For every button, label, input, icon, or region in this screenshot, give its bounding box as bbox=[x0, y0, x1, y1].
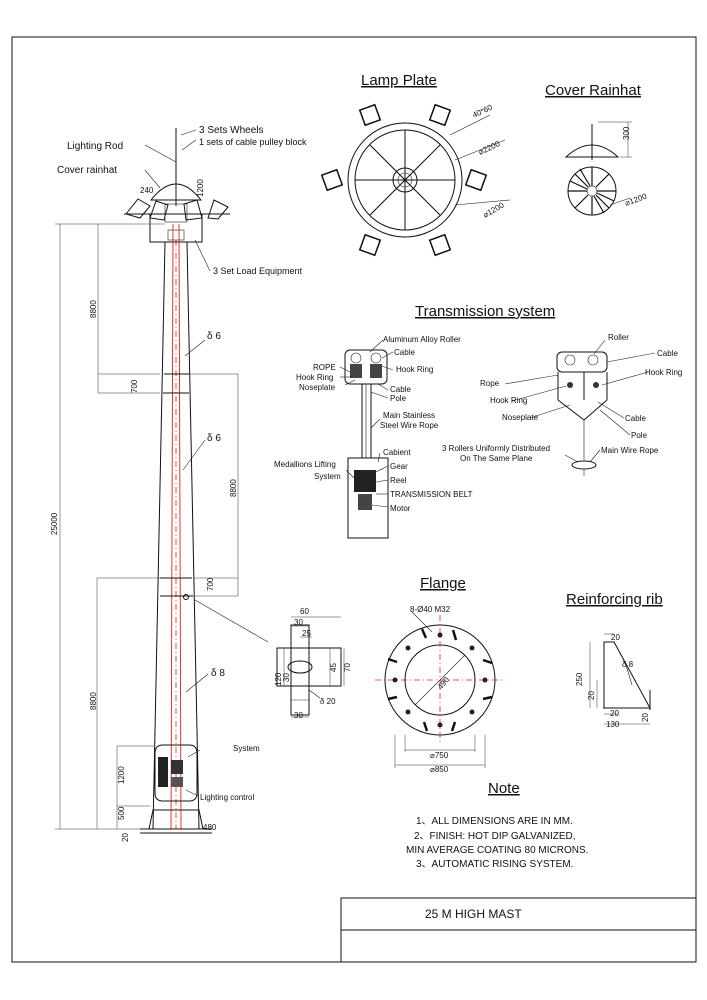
trans-r-hook-ring-r: Hook Ring bbox=[645, 368, 682, 377]
joint-detail-drawing bbox=[194, 599, 345, 718]
trans-r-main-wire-rope: Main Wire Rope bbox=[601, 446, 659, 455]
label-lighting-rod: Lighting Rod bbox=[67, 141, 123, 152]
dim-delta6-a: δ 6 bbox=[207, 331, 221, 342]
note-line-4: 3、AUTOMATIC RISING SYSTEM. bbox=[416, 859, 573, 870]
heading-lamp-plate: Lamp Plate bbox=[361, 72, 437, 89]
dim-rib-250: 250 bbox=[575, 672, 584, 686]
label-three-wheels: 3 Sets Wheels bbox=[199, 125, 263, 136]
transmission-left-drawing bbox=[339, 339, 394, 539]
trans-r-rollers-note1: 3 Rollers Uniformly Distributed bbox=[442, 444, 550, 453]
dim-delta6-b: δ 6 bbox=[207, 433, 221, 444]
dim-rainhat-300: 300 bbox=[622, 126, 631, 140]
dim-480: 480 bbox=[203, 823, 217, 832]
label-lighting-control: Lighting control bbox=[200, 793, 254, 802]
transmission-right-drawing bbox=[504, 339, 656, 476]
dim-rib-20a: 20 bbox=[611, 633, 620, 642]
dim-rib-20c: 20 bbox=[610, 709, 619, 718]
label-load-equipment: 3 Set Load Equipment bbox=[213, 266, 303, 276]
trans-r-roller: Roller bbox=[608, 333, 629, 342]
dim-joint-25: 25 bbox=[302, 629, 311, 638]
trans-r-noseplate: Noseplate bbox=[502, 413, 539, 422]
heading-note: Note bbox=[488, 780, 520, 797]
trans-main-stainless: Main Stainless bbox=[383, 411, 435, 420]
dim-flange-850: ⌀850 bbox=[430, 765, 449, 774]
dim-20: 20 bbox=[121, 833, 130, 842]
label-cover-rainhat-mast: Cover rainhat bbox=[57, 165, 117, 176]
dim-240: 240 bbox=[140, 186, 154, 195]
dim-700-b: 700 bbox=[206, 577, 215, 591]
heading-transmission: Transmission system bbox=[415, 303, 555, 320]
trans-hook-ring-r: Hook Ring bbox=[396, 365, 433, 374]
dim-joint-delta20: δ 20 bbox=[320, 697, 336, 706]
dim-lamp-1200: ⌀1200 bbox=[482, 200, 507, 219]
trans-r-hook-ring-l: Hook Ring bbox=[490, 396, 527, 405]
rib-drawing bbox=[589, 633, 651, 725]
trans-r-rope: Rope bbox=[480, 379, 500, 388]
dim-700-a: 700 bbox=[130, 379, 139, 393]
trans-system: System bbox=[314, 472, 341, 481]
dim-rib-20d: 20 bbox=[641, 713, 650, 722]
trans-aluminum-roller: Aluminum Alloy Roller bbox=[383, 335, 461, 344]
dim-500: 500 bbox=[117, 806, 126, 820]
dim-rib-20b: 20 bbox=[587, 691, 596, 700]
rainhat-drawing bbox=[564, 121, 632, 216]
heading-cover-rainhat: Cover Rainhat bbox=[545, 82, 642, 99]
trans-reel: Reel bbox=[390, 476, 407, 485]
mast-elevation bbox=[55, 128, 239, 834]
note-line-2: 2、FINISH: HOT DIP GALVANIZED, bbox=[414, 831, 576, 842]
note-line-1: 1、ALL DIMENSIONS ARE IN MM. bbox=[416, 816, 573, 827]
label-system: System bbox=[233, 744, 260, 753]
trans-steel-wire: Steel Wire Rope bbox=[380, 421, 439, 430]
dim-rainhat-1200: ⌀1200 bbox=[624, 191, 649, 207]
dim-flange-inner: 490 bbox=[436, 675, 452, 691]
dim-8800-a: 8800 bbox=[89, 300, 98, 318]
dim-delta8: δ 8 bbox=[211, 668, 225, 679]
trans-gear: Gear bbox=[390, 462, 408, 471]
lamp-plate-drawing bbox=[320, 103, 511, 257]
heading-flange: Flange bbox=[420, 575, 466, 592]
dim-8800-b: 8800 bbox=[229, 479, 238, 497]
trans-belt: TRANSMISSION BELT bbox=[390, 490, 473, 499]
trans-r-cable: Cable bbox=[657, 349, 678, 358]
dim-1200-top: 1200 bbox=[196, 179, 205, 197]
dim-joint-70: 70 bbox=[343, 663, 352, 672]
dim-25000: 25000 bbox=[50, 512, 59, 535]
dim-joint-120: 120 bbox=[274, 672, 283, 686]
label-pulley-block: 1 sets of cable pulley block bbox=[199, 137, 307, 147]
dim-flange-750: ⌀750 bbox=[430, 751, 449, 760]
dim-joint-30a: 30 bbox=[294, 618, 303, 627]
trans-hook-ring-l: Hook Ring bbox=[296, 373, 333, 382]
trans-cabient: Cabient bbox=[383, 448, 411, 457]
dim-lamp-2200: ⌀2200 bbox=[477, 139, 502, 157]
dim-joint-45: 45 bbox=[329, 663, 338, 672]
trans-cable: Cable bbox=[394, 348, 415, 357]
dim-1200-b: 1200 bbox=[117, 766, 126, 784]
heading-reinforcing-rib: Reinforcing rib bbox=[566, 591, 663, 608]
trans-motor: Motor bbox=[390, 504, 411, 513]
dim-joint-60: 60 bbox=[300, 607, 309, 616]
dim-8800-c: 8800 bbox=[89, 692, 98, 710]
trans-cable2: Cable bbox=[390, 385, 411, 394]
dim-joint-30c: 30 bbox=[294, 711, 303, 720]
note-line-3: MIN AVERAGE COATING 80 MICRONS. bbox=[406, 845, 588, 856]
title-block bbox=[340, 897, 697, 963]
flange-drawing bbox=[375, 611, 505, 768]
trans-medallions: Medallions Lifting bbox=[274, 460, 336, 469]
trans-pole: Pole bbox=[390, 394, 407, 403]
trans-r-rollers-note2: On The Same Plane bbox=[460, 454, 533, 463]
trans-r-cable2: Cable bbox=[625, 414, 646, 423]
trans-r-pole: Pole bbox=[631, 431, 648, 440]
dim-lamp-40x60: 40*60 bbox=[471, 103, 494, 120]
dim-joint-30b: 30 bbox=[282, 673, 291, 682]
title-block-title: 25 M HIGH MAST bbox=[425, 907, 522, 921]
dim-flange-holes: 8-Ø40 M32 bbox=[410, 605, 451, 614]
trans-noseplate: Noseplate bbox=[299, 383, 336, 392]
trans-rope: ROPE bbox=[313, 363, 336, 372]
dim-rib-delta8: δ 8 bbox=[622, 660, 634, 669]
dim-rib-130: 130 bbox=[606, 720, 620, 729]
